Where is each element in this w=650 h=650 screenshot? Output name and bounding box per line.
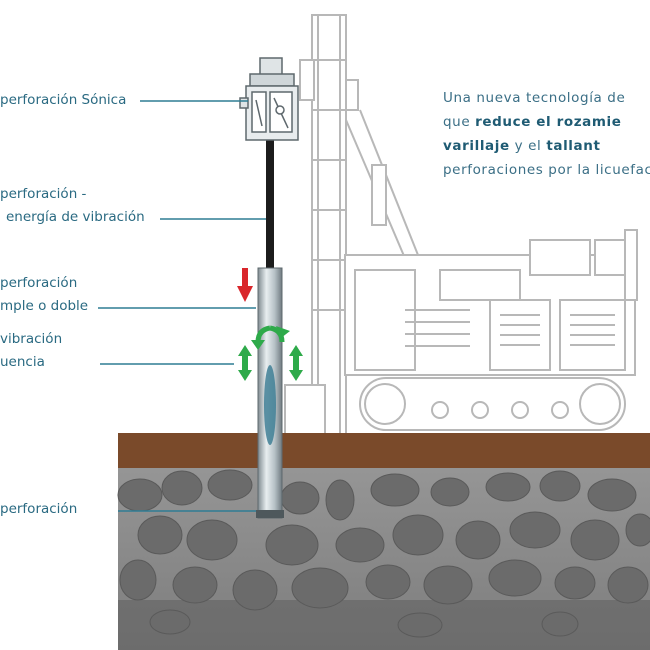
drill-string: [256, 135, 284, 519]
intro-line-2b: reduce el rozamie: [475, 114, 622, 130]
intro-line-4: perforaciones por la licuefac: [443, 162, 650, 178]
intro-line-3b: y el: [514, 138, 542, 154]
intro-line-2: que reduce el rozamie: [443, 110, 650, 134]
rock-cobbles: [117, 469, 650, 638]
label-casing-line2: mple o doble: [0, 298, 89, 314]
intro-line-2a: que: [443, 114, 471, 130]
rotation-arrowhead-right: [276, 326, 290, 338]
topsoil-layer: [118, 433, 650, 468]
drill-rod: [266, 135, 274, 270]
intro-text: Una nueva tecnología de que reduce el ro…: [443, 86, 650, 182]
label-sonic-head: perforación Sónica: [0, 92, 127, 108]
intro-line-3: varillaje y el tallant: [443, 134, 650, 158]
sonic-head: [239, 57, 299, 141]
label-vibration-line2: uencia: [0, 354, 45, 370]
drill-bit: [256, 510, 284, 518]
label-drill-bit: perforación: [0, 501, 78, 517]
intro-line-3a: varillaje: [443, 138, 510, 154]
downforce-arrow: [237, 268, 253, 302]
leader-lines: [98, 100, 266, 512]
vibration-arrow-left: [238, 345, 252, 381]
label-drill-rod-line2: energía de vibración: [6, 209, 145, 225]
label-drill-rod-line1: perforación -: [0, 186, 87, 202]
intro-line-3c: tallant: [546, 138, 601, 154]
vibration-arrow-right: [289, 345, 303, 381]
label-casing-line1: perforación: [0, 275, 78, 291]
drilling-rig-illustration: [284, 14, 638, 436]
rotation-arrowhead-left: [251, 340, 265, 350]
label-vibration-line1: vibración: [0, 331, 63, 347]
core-sample: [264, 365, 276, 445]
intro-line-1: Una nueva tecnología de: [443, 90, 626, 106]
